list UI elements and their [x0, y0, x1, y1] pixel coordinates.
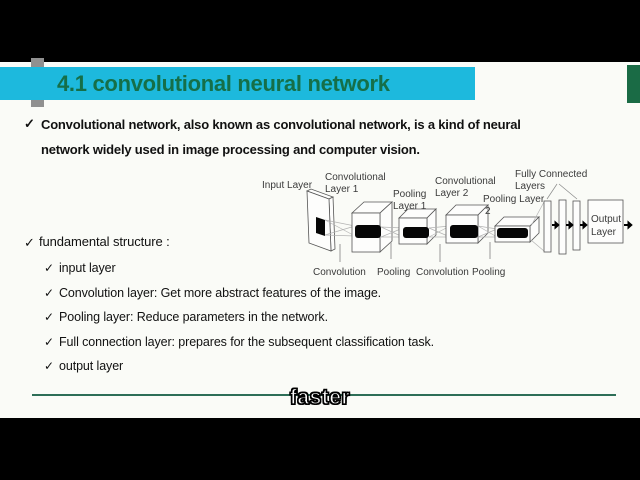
feature-map-blob: [403, 227, 429, 238]
diagram-label-conv1-1: Convolutional: [325, 172, 386, 183]
list-item: Full connection layer: prepares for the …: [59, 335, 435, 349]
check-icon: ✓: [44, 261, 55, 275]
arrow-icon: [552, 220, 560, 230]
fc-label-pointer-lines: [546, 183, 578, 200]
diagram-label-conv2-2: Layer 2: [435, 188, 469, 199]
pool1-box: [398, 208, 437, 245]
check-icon: ✓: [44, 310, 55, 324]
feature-map-blob: [355, 225, 381, 238]
diagram-label-conv1-2: Layer 1: [325, 184, 359, 195]
intro-paragraph: Convolutional network, also known as con…: [41, 112, 521, 162]
check-icon: ✓: [44, 335, 55, 349]
title-bar: 4.1 convolutional neural network: [0, 67, 475, 100]
list-item: output layer: [59, 359, 124, 373]
page-title: 4.1 convolutional neural network: [57, 71, 390, 96]
check-icon: ✓: [44, 286, 55, 300]
diagram-label-pool1-2: Layer 1: [393, 201, 427, 212]
diagram-label-conv2-1: Convolutional: [435, 176, 496, 187]
arrow-icon: [566, 220, 574, 230]
connection-lines: [530, 201, 545, 252]
fc-layer-3: [572, 200, 581, 251]
diagram-label-op-pooling-2: Pooling: [472, 267, 505, 278]
check-icon: ✓: [44, 359, 55, 373]
subtitle-caption: faster: [289, 385, 351, 409]
diagram-label-op-convolution-1: Convolution: [313, 267, 366, 278]
list-item: Pooling layer: Reduce parameters in the …: [59, 310, 328, 324]
cnn-architecture-diagram: Output Layer Input Layer Convolutional L…: [262, 169, 633, 278]
intro-line-1: Convolutional network, also known as con…: [41, 117, 521, 132]
diagram-label-op-convolution-2: Convolution: [416, 267, 469, 278]
slide: 4.1 convolutional neural network ✓ Convo…: [0, 58, 640, 418]
fc-layer-2: [558, 199, 567, 255]
diagram-label-input-layer: Input Layer: [262, 180, 313, 191]
pool2-box: [494, 216, 540, 243]
diagram-label-pool2-2: 2: [485, 206, 491, 217]
check-icon: ✓: [24, 116, 35, 131]
connection-lines: [324, 219, 356, 237]
connection-lines: [477, 225, 498, 238]
arrow-icon: [624, 220, 633, 230]
feature-map-blob: [316, 217, 325, 236]
list-item: input layer: [59, 261, 116, 275]
bottom-divider-line: [32, 394, 616, 396]
structure-heading: fundamental structure :: [39, 234, 170, 249]
feature-map-blob: [497, 228, 528, 238]
diagram-label-op-pooling-1: Pooling: [377, 267, 410, 278]
diagram-label-fc-2: Layers: [515, 181, 545, 192]
diagram-label-pool2-1: Pooling Layer: [483, 194, 545, 205]
list-item: Convolution layer: Get more abstract fea…: [59, 286, 382, 300]
feature-map-blob: [450, 225, 478, 238]
input-layer-plate: [305, 188, 336, 252]
diagram-label-pool1-1: Pooling: [393, 189, 426, 200]
diagram-label-fc-1: Fully Connected: [515, 169, 587, 180]
title-accent-square: [627, 65, 640, 103]
fc-layer-1: [543, 200, 552, 253]
check-icon: ✓: [24, 235, 35, 250]
intro-line-2: network widely used in image processing …: [41, 142, 420, 157]
arrow-icon: [580, 220, 588, 230]
conv1-box: [350, 201, 394, 253]
output-layer-box: Output Layer: [587, 199, 624, 244]
diagram-label-output-2: Layer: [591, 227, 617, 238]
diagram-label-output-1: Output: [591, 214, 621, 225]
